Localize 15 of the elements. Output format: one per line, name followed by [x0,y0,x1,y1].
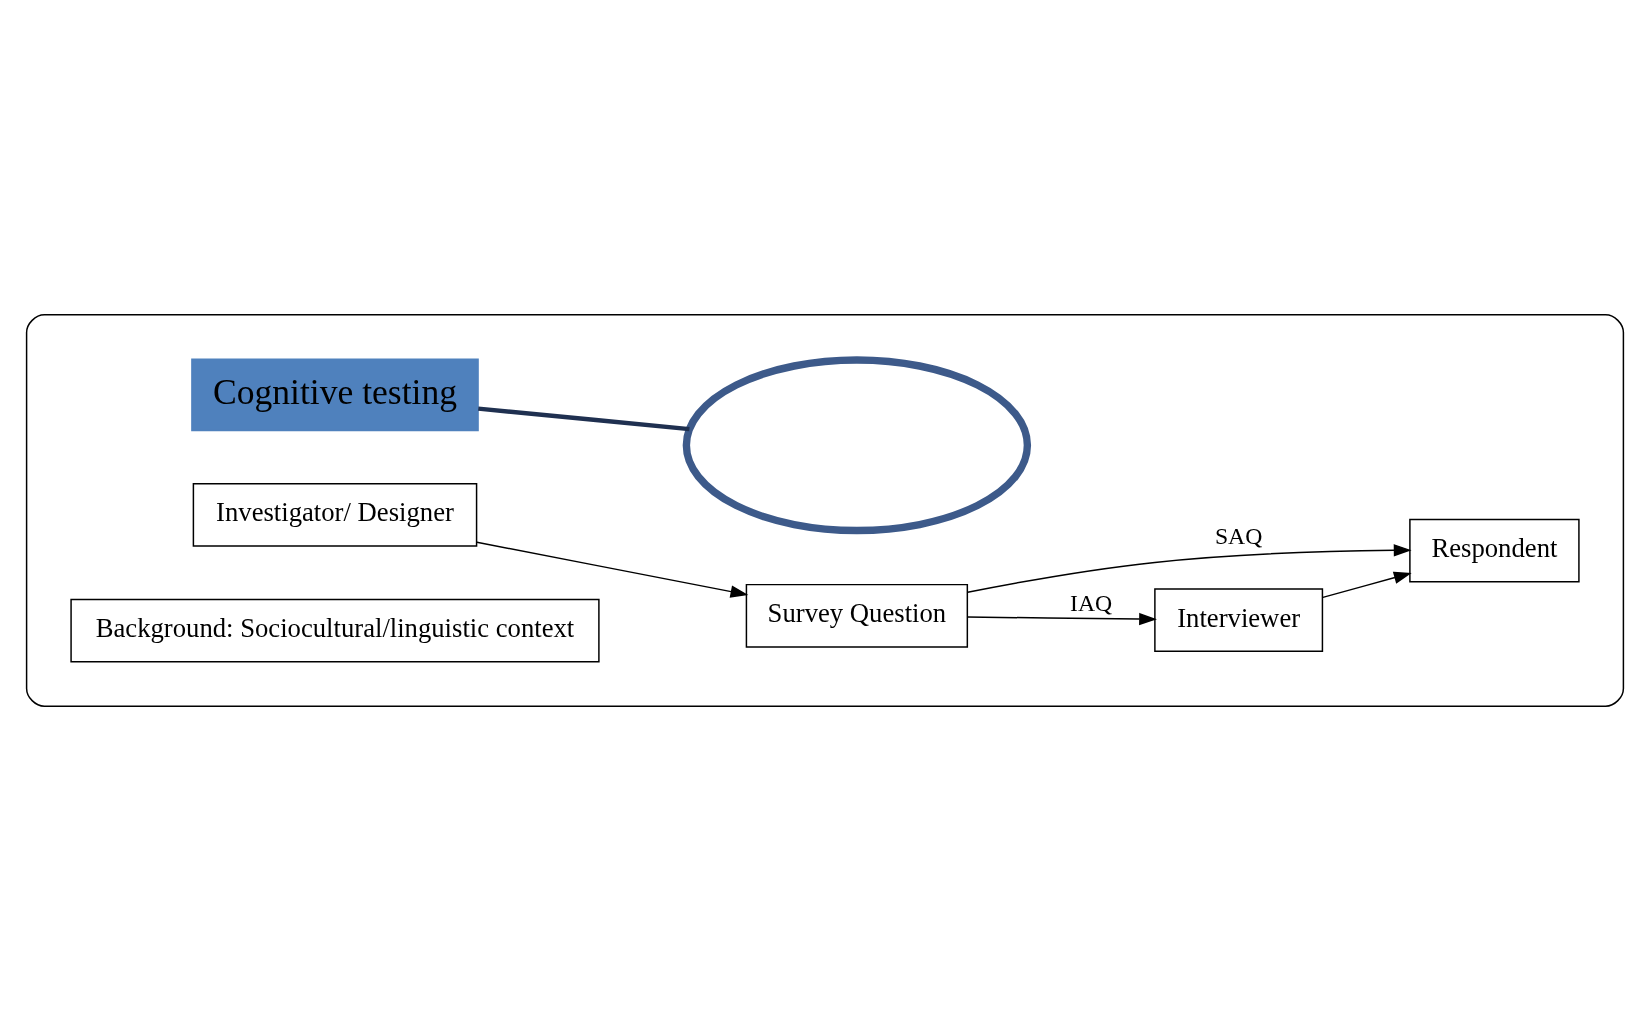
node-box: Background: Sociocultural/linguistic context [70,598,600,663]
edge-label: IAQ [1070,590,1113,617]
cluster [25,314,1625,707]
arrow [966,544,1412,593]
arrow [1322,571,1412,599]
node-box: Respondent [1409,518,1580,583]
node-box: Interviewer [1154,588,1324,653]
edge-label: SAQ [1214,523,1263,550]
connector [478,406,690,432]
arrow [966,612,1157,626]
node-ellipse [682,356,1032,535]
node-box: Survey Question [745,583,969,648]
arrow [476,541,749,598]
node-box: Cognitive testing [191,358,479,432]
node-box: Investigator/ Designer [192,483,478,547]
